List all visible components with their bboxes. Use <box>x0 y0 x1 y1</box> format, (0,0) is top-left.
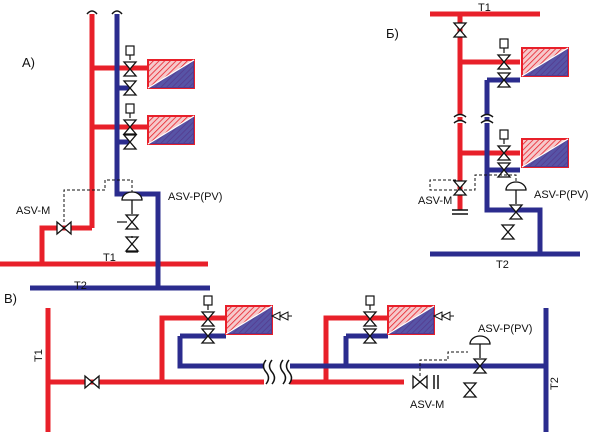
asv-m-valve-icon[interactable] <box>412 375 428 389</box>
break-mark <box>279 359 293 385</box>
asv-m-valve-icon[interactable] <box>56 221 72 235</box>
asv-m-valve-icon[interactable] <box>453 180 467 196</box>
return-line-c1 <box>177 336 264 369</box>
radiator <box>225 305 273 335</box>
drain-valve-icon[interactable] <box>501 224 515 240</box>
air-vent-icon <box>270 311 292 321</box>
panel-a-label: A) <box>22 55 35 70</box>
break-mark <box>111 10 123 15</box>
break-mark <box>262 359 276 385</box>
panel-c-label: В) <box>4 291 17 306</box>
panel-b-label: Б) <box>386 26 399 41</box>
radiator <box>521 47 569 77</box>
asv-p-label-b: ASV-P(PV) <box>534 189 588 201</box>
impulse-tube <box>419 351 468 376</box>
t2-label-b: T2 <box>496 259 509 271</box>
asv-p-valve-icon[interactable] <box>125 214 139 230</box>
asv-p-label-c: ASV-P(PV) <box>478 323 532 335</box>
scheme-c: В) ASV-M ASV-P(PV) T1 T2 <box>4 291 561 432</box>
thermostatic-head-icon <box>499 129 509 145</box>
asv-p-label-a: ASV-P(PV) <box>168 191 222 203</box>
asv-m-label-c: ASV-M <box>410 399 444 411</box>
t1-label-c: T1 <box>33 349 45 362</box>
scheme-b: Б) ASV-M ASV-P(PV) T1 T2 <box>386 2 588 271</box>
thermostatic-head-icon <box>203 295 213 311</box>
supply-branch-a <box>39 225 92 264</box>
t1-label-b: T1 <box>478 2 491 14</box>
drain-valve-icon[interactable] <box>463 382 477 398</box>
asv-m-label-a: ASV-M <box>16 205 50 217</box>
thermostatic-head-icon <box>365 295 375 311</box>
impulse-tube <box>429 174 517 196</box>
shutoff-valve-icon[interactable] <box>453 22 467 38</box>
t1-label-a: T1 <box>103 252 116 264</box>
scheme-a: A) ASV-M ASV-P(PV) <box>0 10 222 292</box>
air-vent-icon <box>432 311 454 321</box>
t2-label-c: T2 <box>549 377 561 390</box>
radiator <box>521 138 569 168</box>
break-mark <box>480 113 494 124</box>
diaphragm-actuator-icon <box>121 191 143 215</box>
break-mark <box>86 10 98 15</box>
thermostatic-head-icon <box>499 38 509 54</box>
return-connector-c2 <box>343 333 388 366</box>
return-riser-a <box>114 14 161 288</box>
diaphragm-actuator-icon <box>505 181 527 205</box>
t2-label-a: T2 <box>74 280 87 292</box>
drain-valve-icon[interactable] <box>125 236 139 252</box>
break-mark <box>453 113 467 124</box>
radiator <box>147 59 195 89</box>
radiator <box>147 115 195 145</box>
supply-branch-c2 <box>323 315 388 382</box>
shutoff-valve-icon[interactable] <box>84 375 100 389</box>
supply-branch-c1 <box>159 315 226 382</box>
impulse-tube <box>63 179 133 222</box>
thermostatic-head-icon <box>125 103 135 119</box>
radiator <box>387 305 435 335</box>
asv-m-label-b: ASV-M <box>418 195 452 207</box>
diaphragm-actuator-icon <box>469 335 491 359</box>
thermostatic-head-icon <box>125 45 135 61</box>
